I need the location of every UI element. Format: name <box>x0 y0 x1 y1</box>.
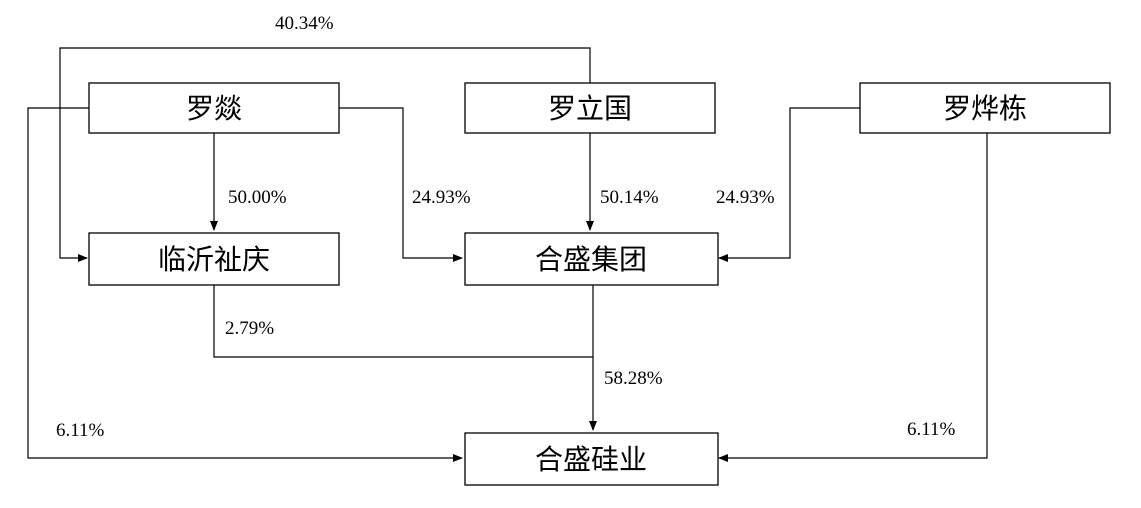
pct-luo-yan-to-hesheng-silicon: 6.11% <box>56 420 105 441</box>
pct-luo-yan-to-linyi-zhiqing: 50.00% <box>228 187 287 208</box>
edge-luo-yan-to-hesheng-group <box>339 107 463 262</box>
pct-hesheng-group-to-hesheng-silicon: 58.28% <box>604 368 663 389</box>
entity-luo-liguo-label: 罗立国 <box>548 92 632 125</box>
entity-linyi-zhiqing: 临沂祉庆 <box>88 232 340 286</box>
edge-linyi-zhiqing-to-hesheng-silicon <box>213 285 593 358</box>
entity-luo-liguo: 罗立国 <box>464 82 716 134</box>
pct-luo-liguo-to-hesheng-group: 50.14% <box>600 187 659 208</box>
entity-luo-yan: 罗燚 <box>88 82 340 134</box>
entity-linyi-zhiqing-label: 临沂祉庆 <box>158 243 270 276</box>
entity-luo-yan-label: 罗燚 <box>186 92 242 125</box>
pct-luo-liguo-to-linyi-zhiqing: 40.34% <box>275 13 334 34</box>
entity-hesheng-silicon: 合盛硅业 <box>464 432 719 486</box>
entity-hesheng-silicon-label: 合盛硅业 <box>535 443 647 476</box>
pct-luo-yedong-to-hesheng-group: 24.93% <box>716 187 775 208</box>
edge-luo-yedong-to-hesheng-group <box>718 107 860 262</box>
edge-luo-yedong-to-hesheng-silicon <box>718 133 988 462</box>
pct-luo-yedong-to-hesheng-silicon: 6.11% <box>907 419 956 440</box>
pct-linyi-zhiqing-to-hesheng-silicon: 2.79% <box>225 318 274 339</box>
entity-luo-yedong-label: 罗烨栋 <box>943 92 1027 125</box>
pct-luo-yan-to-hesheng-group: 24.93% <box>412 187 471 208</box>
edge-luo-liguo-to-linyi-zhiqing <box>59 47 591 262</box>
edge-luo-yan-to-hesheng-silicon <box>27 107 463 462</box>
entity-hesheng-group: 合盛集团 <box>464 232 719 286</box>
entity-luo-yedong: 罗烨栋 <box>859 82 1111 134</box>
entity-hesheng-group-label: 合盛集团 <box>535 243 647 276</box>
